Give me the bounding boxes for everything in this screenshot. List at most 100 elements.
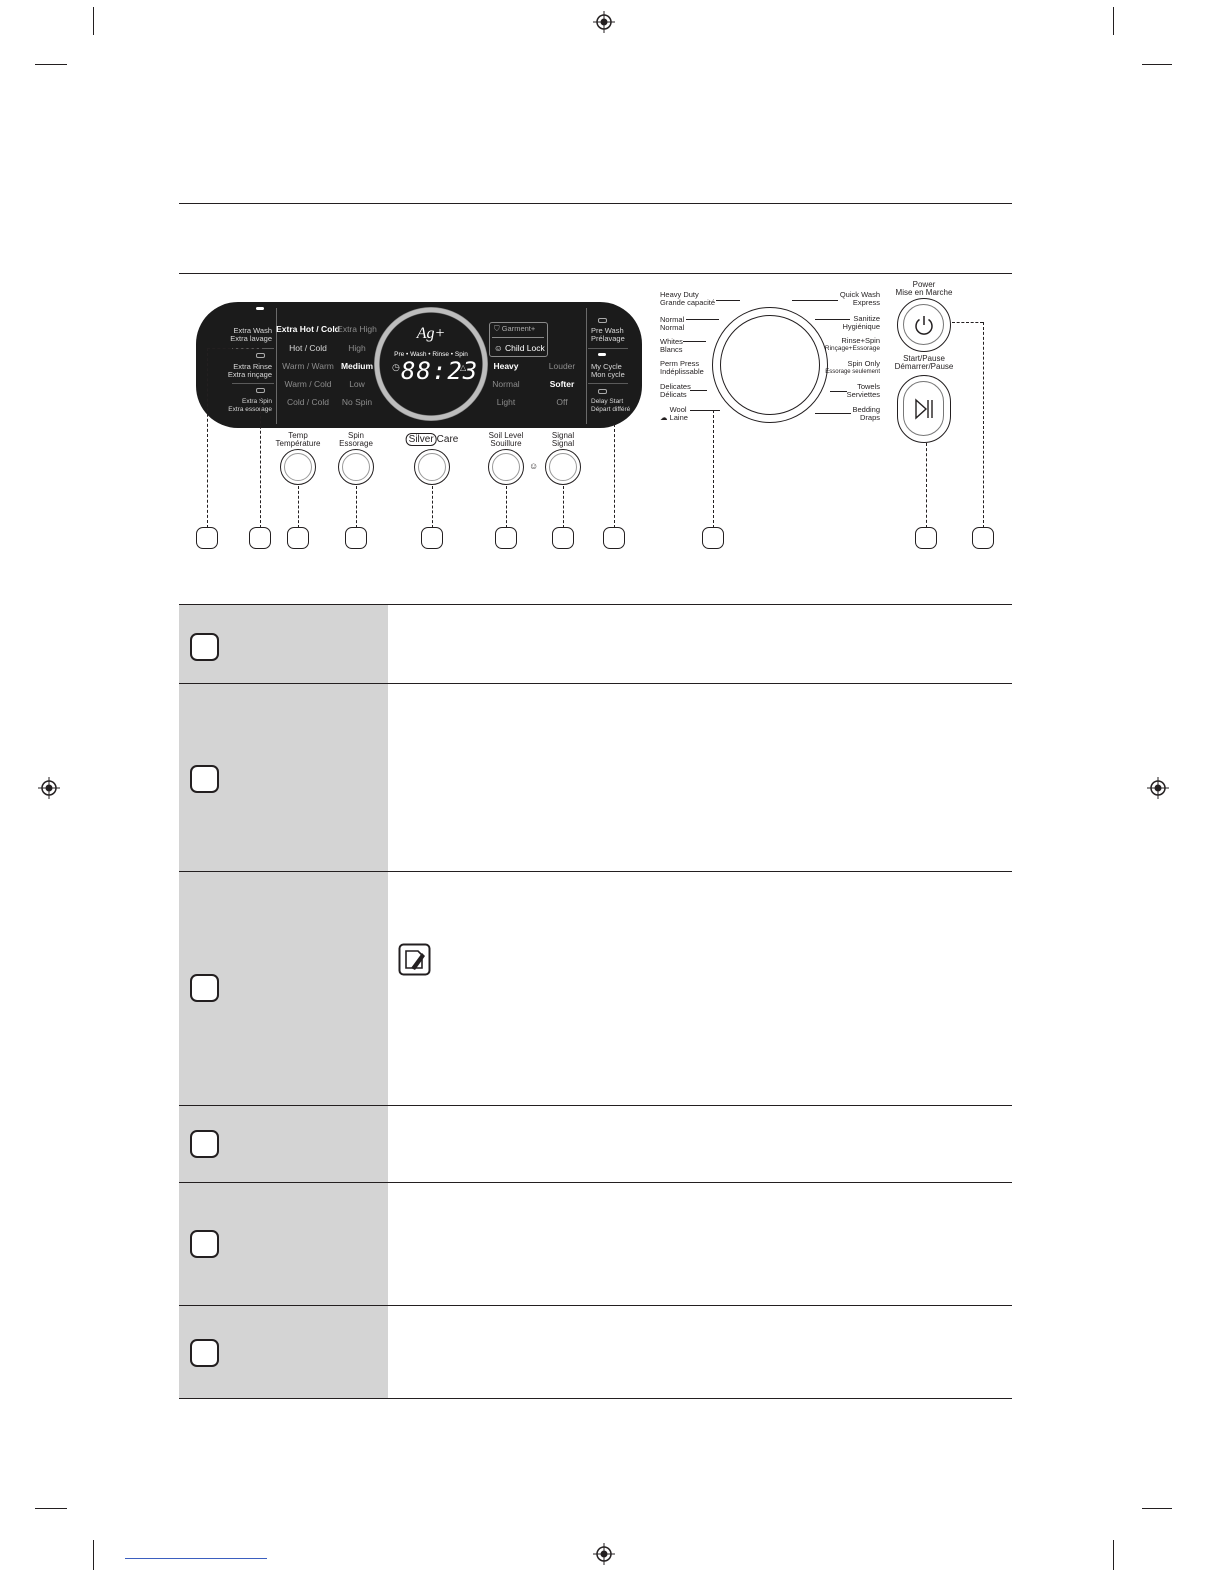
registration-mark-icon	[593, 1543, 615, 1565]
indicator-light	[598, 353, 606, 356]
pointer-line	[792, 300, 838, 301]
temp-option: Warm / Cold	[284, 379, 332, 389]
leader-line	[952, 322, 983, 323]
cycle-label: Wool	[669, 405, 687, 414]
temp-option: Warm / Warm	[282, 361, 334, 371]
cycle-label: Bedding	[852, 405, 880, 414]
divider	[588, 383, 628, 384]
child-lock-icon: ☺	[529, 461, 539, 471]
spin-option: Low	[349, 379, 365, 389]
callout-box	[421, 527, 443, 549]
extra-wash-button[interactable]: Extra Wash Extra lavage	[222, 327, 272, 343]
callout-box	[702, 527, 724, 549]
signal-option: Off	[556, 397, 568, 407]
garment-text: Garment+	[501, 324, 536, 333]
table-rule	[179, 1105, 1012, 1106]
cycle-selector-inner	[720, 315, 820, 415]
power-button[interactable]	[897, 298, 951, 352]
callout-box	[287, 527, 309, 549]
silvercare-label-a: Silver	[405, 433, 437, 446]
table-rule	[179, 1182, 1012, 1183]
extra-wash-label: Extra Wash	[233, 326, 272, 335]
display-ring	[374, 307, 488, 421]
child-lock-text: Child Lock	[505, 343, 545, 353]
spin-label: Spin	[347, 431, 365, 440]
table-rule	[179, 683, 1012, 684]
trim-mark	[93, 1540, 94, 1570]
soil-level-button[interactable]	[488, 449, 524, 485]
pointer-line	[690, 410, 720, 411]
signal-option: Softer	[549, 379, 575, 389]
header-rule-bottom	[179, 273, 1012, 274]
soil-option: Light	[496, 397, 516, 407]
shirt-icon: ⛉	[494, 324, 502, 333]
delay-start-button[interactable]: Delay Start Départ différé	[591, 398, 630, 414]
header-rule-top	[179, 203, 1012, 204]
extra-rinse-label: Extra Rinse	[233, 362, 272, 371]
divider	[276, 308, 277, 424]
row-number-box	[190, 974, 219, 1002]
start-pause-label: Start/Pause Démarrer/Pause	[895, 355, 954, 371]
cycle-label: Normal	[660, 315, 685, 324]
temp-option: Cold / Cold	[286, 397, 330, 407]
leader-line	[260, 396, 261, 528]
cycle-label: Towels	[857, 382, 880, 391]
trim-mark	[1142, 64, 1172, 65]
extra-rinse-button[interactable]: Extra Rinse Extra rinçage	[222, 363, 272, 379]
delay-start-label: Delay Start	[591, 398, 624, 405]
extra-spin-label-fr: Extra essorage	[228, 406, 272, 413]
cycle-selector-dial[interactable]	[712, 307, 828, 423]
indicator-light	[598, 389, 607, 394]
spin-button[interactable]	[338, 449, 374, 485]
cycle-label: Heavy Duty	[660, 290, 699, 299]
callout-box	[196, 527, 218, 549]
start-pause-label-fr: Démarrer/Pause	[894, 362, 954, 371]
cycle-label: Spin Only	[847, 359, 880, 368]
temp-knob-label: Temp Température	[276, 432, 321, 448]
my-cycle-button[interactable]: My Cycle Mon cycle	[591, 363, 625, 379]
leader-line	[506, 486, 507, 528]
extra-wash-label-fr: Extra lavage	[230, 334, 272, 343]
leader-line	[207, 348, 262, 349]
indicator-light	[256, 307, 264, 310]
row-number-box	[190, 633, 219, 661]
signal-button[interactable]	[545, 449, 581, 485]
callout-box	[603, 527, 625, 549]
start-pause-label-en: Start/Pause	[903, 354, 945, 363]
silvercare-label-b: Care	[436, 434, 459, 445]
power-icon	[915, 316, 933, 335]
start-pause-button[interactable]	[897, 375, 951, 443]
soil-knob-label: Soil Level Souillure	[489, 432, 524, 448]
leader-line	[614, 424, 615, 528]
leader-line	[926, 443, 927, 528]
ag-logo: Ag+	[416, 325, 446, 342]
row-number-box	[190, 1130, 219, 1158]
divider	[586, 308, 587, 424]
indicator-light	[256, 353, 265, 358]
start-pause-inner	[903, 381, 944, 436]
extra-spin-button[interactable]: Extra Spin Extra essorage	[222, 398, 272, 414]
divider	[492, 337, 544, 338]
temp-label-fr: Température	[275, 439, 321, 448]
extra-spin-label: Extra Spin	[242, 398, 272, 405]
pointer-line	[683, 341, 706, 342]
soil-option: Normal	[492, 379, 520, 389]
pre-wash-button[interactable]: Pre Wash Prélavage	[591, 327, 625, 343]
soil-label: Soil Level	[488, 431, 524, 440]
trim-mark	[35, 1508, 67, 1509]
signal-label-fr: Signal	[551, 439, 575, 448]
leader-line	[432, 486, 433, 528]
silvercare-button[interactable]	[414, 449, 450, 485]
callout-box	[495, 527, 517, 549]
cycle-progress: Pre • Wash • Rinse • Spin	[394, 351, 468, 358]
garment-label: ⛉ Garment+	[494, 325, 535, 333]
registration-mark-icon	[1147, 777, 1169, 799]
temp-button[interactable]	[280, 449, 316, 485]
cycle-label-fr: Indéplissable	[660, 367, 704, 376]
table-rule	[179, 871, 1012, 872]
wool-icon: ☁	[660, 413, 670, 422]
